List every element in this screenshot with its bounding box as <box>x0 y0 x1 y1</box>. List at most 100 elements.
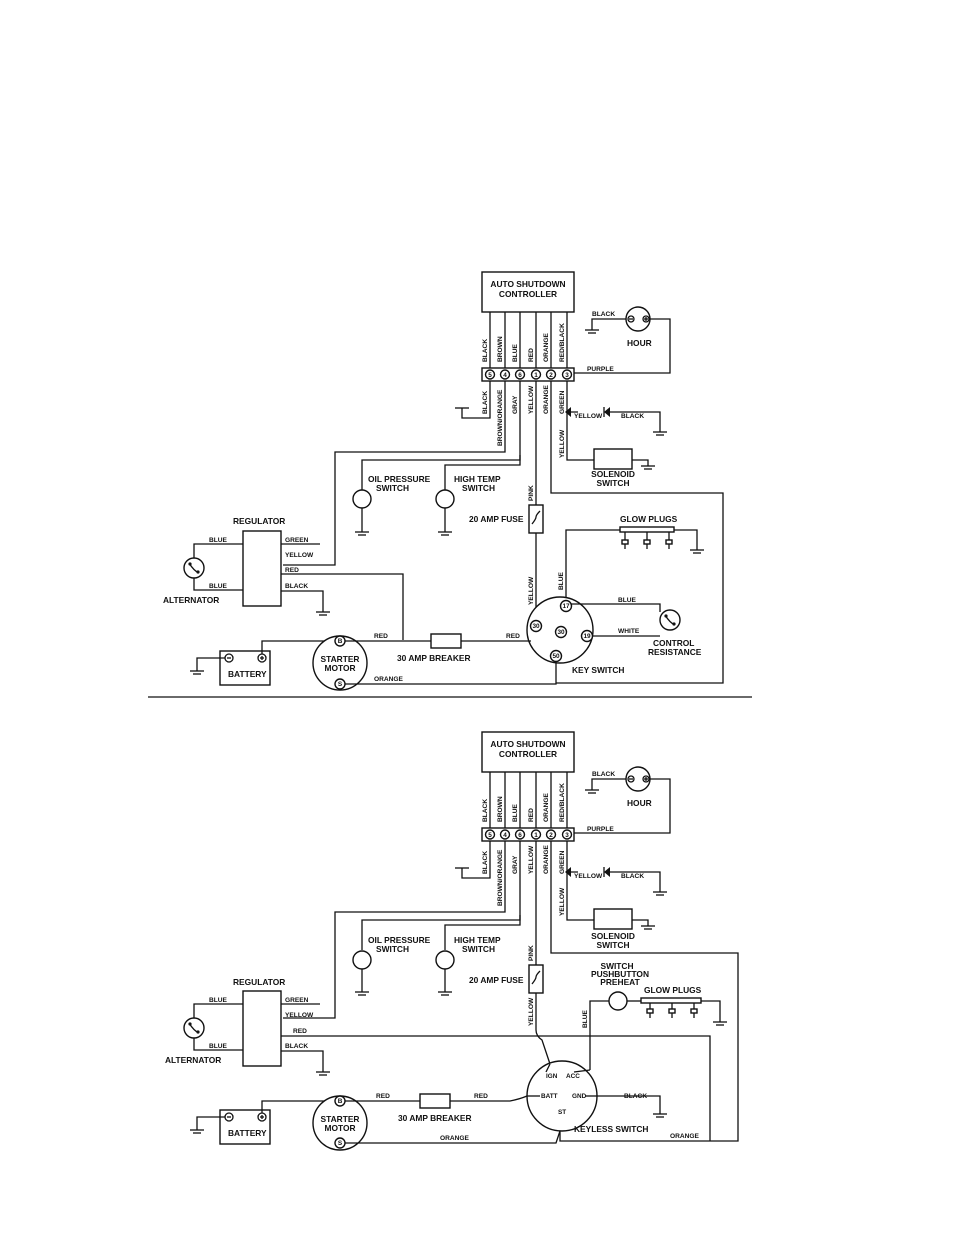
top-terminal-number: 6 <box>518 372 522 379</box>
bottom-breaker <box>419 1093 451 1109</box>
top-glow-plugs-label: GLOW PLUGS <box>620 514 678 524</box>
top-purple-label: PURPLE <box>587 366 614 373</box>
top-lower-wire-label: GRAY <box>512 395 519 414</box>
top-orange-label: ORANGE <box>374 676 404 683</box>
top-alternator <box>183 543 243 591</box>
bottom-motor-label: MOTOR <box>324 1123 355 1133</box>
bottom-alternator-label: ALTERNATOR <box>165 1055 221 1065</box>
bottom-regulator-wires <box>281 1003 711 1141</box>
bottom-preheat-label-3: PREHEAT <box>600 977 640 987</box>
top-starter-label: STARTER <box>321 654 360 664</box>
top-resistance-blue-label: BLUE <box>618 597 637 604</box>
bottom-starter-label: STARTER <box>321 1114 360 1124</box>
top-alt-blue-top-label: BLUE <box>209 537 228 544</box>
top-lower-wire-label: BLACK <box>482 391 489 414</box>
top-diode-yellow-label: YELLOW <box>574 413 603 420</box>
bottom-temp-switch-label: SWITCH <box>462 944 495 954</box>
bottom-keyless-switch <box>526 1060 598 1132</box>
bottom-lower-wire-label: GREEN <box>559 850 566 874</box>
bottom-controller-box <box>481 731 575 773</box>
top-lower-wire-label: ORANGE <box>543 384 550 414</box>
top-regulator <box>242 530 282 607</box>
bottom-reg-yellow-label: YELLOW <box>285 1012 314 1019</box>
top-key-terminal: 19 <box>583 633 591 640</box>
bottom-pink-label: PINK <box>528 945 535 961</box>
top-high-temp-switch <box>435 489 455 536</box>
bottom-st-label: ST <box>558 1109 566 1116</box>
bottom-fuse-label: 20 AMP FUSE <box>469 975 524 985</box>
top-reg-black-label: BLACK <box>285 583 308 590</box>
bottom-lower-wire-label: BROWN/ORANGE <box>497 849 504 906</box>
bottom-regulator-label: REGULATOR <box>233 977 285 987</box>
top-fuse-label: 20 AMP FUSE <box>469 514 524 524</box>
top-controller-title: AUTO SHUTDOWN <box>490 279 565 289</box>
top-lower-wire-label: BROWN/ORANGE <box>497 389 504 446</box>
bottom-glow-plugs-label: GLOW PLUGS <box>644 985 702 995</box>
bottom-yellow-key-label: YELLOW <box>528 997 535 1026</box>
bottom-diode-yellow-label: YELLOW <box>574 873 603 880</box>
bottom-oil-pressure-switch <box>352 950 372 996</box>
top-starter-b: B <box>338 638 343 645</box>
bottom-reg-red-label: RED <box>293 1028 307 1035</box>
bottom-alt-blue-bottom-label: BLUE <box>209 1043 228 1050</box>
bottom-battery-label: BATTERY <box>228 1128 267 1138</box>
top-control-resistance <box>571 603 681 637</box>
top-glow-plugs <box>565 526 704 608</box>
bottom-keyless-switch-label: KEYLESS SWITCH <box>574 1124 648 1134</box>
top-blue-key-label: BLUE <box>558 571 565 590</box>
top-terminal-number: 4 <box>503 372 507 379</box>
top-solenoid <box>593 448 633 470</box>
bottom-wire-label: RED/BLACK <box>559 783 566 822</box>
bottom-starter-motor <box>312 1095 368 1151</box>
bottom-blue-key-label: BLUE <box>582 1009 589 1028</box>
bottom-ign-label: IGN <box>546 1073 558 1080</box>
top-resistance-label: RESISTANCE <box>648 647 702 657</box>
bottom-yellow-vertical-label: YELLOW <box>559 887 566 916</box>
top-terminal-number: 1 <box>534 372 538 379</box>
top-solenoid-label: SOLENOID <box>591 469 635 479</box>
top-key-terminal: 17 <box>562 603 570 610</box>
top-control-label: CONTROL <box>653 638 694 648</box>
bottom-batt-label: BATT <box>541 1093 558 1100</box>
top-oil-switch-label: SWITCH <box>376 483 409 493</box>
top-terminal-number: 2 <box>549 372 553 379</box>
bottom-hour-meter <box>574 766 671 834</box>
top-wire-label: BROWN <box>497 336 504 362</box>
bottom-preheat-label-2: PUSHBUTTON <box>591 969 649 979</box>
bottom-wire-label: RED <box>528 808 535 822</box>
bottom-glow-plugs <box>640 997 727 1026</box>
top-key-terminal: 30 <box>557 629 565 636</box>
top-terminals <box>484 369 573 380</box>
top-wire-label: BLUE <box>512 343 519 362</box>
top-alternator-label: ALTERNATOR <box>163 595 219 605</box>
top-oil-pressure-label: OIL PRESSURE <box>368 474 431 484</box>
top-hour-meter <box>574 306 671 374</box>
top-reg-green-label: GREEN <box>285 537 309 544</box>
bottom-breaker-label: 30 AMP BREAKER <box>398 1113 472 1123</box>
bottom-reg-green-label: GREEN <box>285 997 309 1004</box>
bottom-wire-label: BROWN <box>497 796 504 822</box>
top-regulator-label: REGULATOR <box>233 516 285 526</box>
top-oil-pressure-switch <box>352 489 372 536</box>
top-key-terminal: 50 <box>552 653 560 660</box>
top-red-breaker-label: RED <box>506 633 520 640</box>
top-lower-wires <box>283 381 724 684</box>
top-yellow-key-label: YELLOW <box>528 576 535 605</box>
bottom-acc-label: ACC <box>566 1073 580 1080</box>
bottom-terminals <box>484 829 573 840</box>
bottom-reg-black-label: BLACK <box>285 1043 308 1050</box>
top-lower-wire-label: YELLOW <box>528 385 535 414</box>
top-upper-wires <box>489 312 568 368</box>
top-white-label: WHITE <box>618 628 640 635</box>
bottom-orange-label: ORANGE <box>440 1135 470 1142</box>
bottom-oil-pressure-label: OIL PRESSURE <box>368 935 431 945</box>
top-diode <box>565 407 667 436</box>
top-temp-switch-label: SWITCH <box>462 483 495 493</box>
bottom-oil-switch-label: SWITCH <box>376 944 409 954</box>
bottom-preheat-pushbutton <box>589 991 641 1070</box>
bottom-hour-black-label: BLACK <box>592 771 615 778</box>
top-alt-blue-bottom-label: BLUE <box>209 583 228 590</box>
top-solenoid-switch-label: SWITCH <box>596 478 629 488</box>
bottom-hour-label: HOUR <box>627 798 652 808</box>
